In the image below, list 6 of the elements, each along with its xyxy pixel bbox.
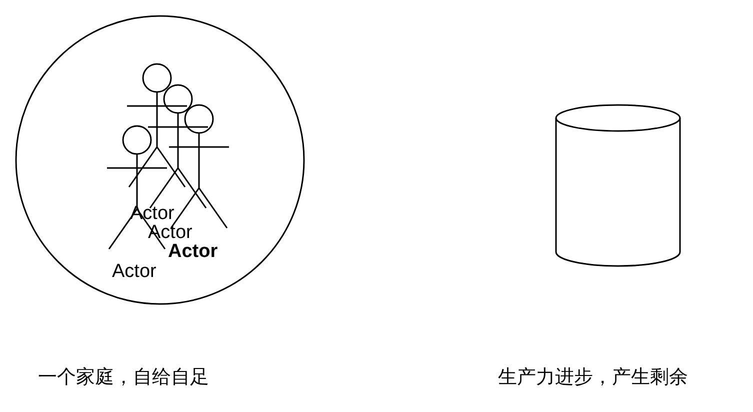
caption: 生产力进步，产生剩余 [498,365,688,390]
actor-label: Actor [168,242,218,261]
actor-label: Actor [112,262,156,281]
caption: 一个家庭，自给自足 [38,365,209,390]
family-circle [15,15,305,305]
cylinder-shape [555,104,681,266]
